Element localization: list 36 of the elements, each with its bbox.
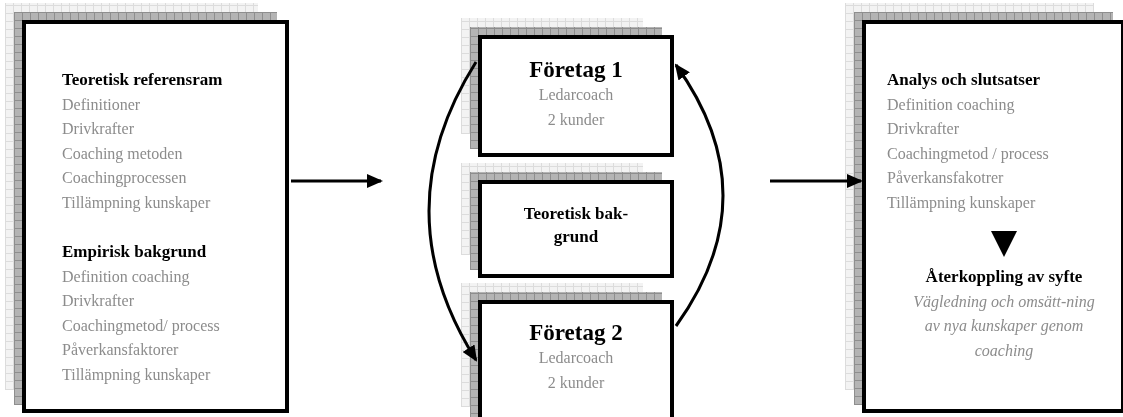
arrow [427, 61, 478, 362]
list-item: Definition coaching [887, 94, 1015, 116]
list-item: Tillämpning kunskaper [887, 192, 1036, 214]
list-item: Coaching metoden [62, 143, 183, 165]
list-item: Tillämpning kunskaper [62, 364, 211, 386]
process-box [22, 20, 289, 413]
list-item: 2 kunder [547, 372, 605, 393]
arrow [674, 63, 725, 327]
box-heading: Återkoppling av syfte [925, 266, 1083, 288]
box-heading: Analys och slutsatser [887, 69, 1040, 91]
box-heading: Empirisk bakgrund [62, 241, 207, 263]
list-item: Coachingprocessen [62, 168, 187, 189]
list-item: Ledarcoach [538, 348, 614, 368]
box-heading: Teoretisk bak-grund [522, 203, 630, 248]
list-item: Drivkrafter [887, 119, 959, 139]
box-heading: Företag 1 [529, 57, 623, 83]
arrow [770, 174, 863, 188]
list-item: Coachingmetod/ process [62, 315, 220, 337]
list-item: 2 kunder [547, 109, 605, 130]
list-item: Påverkansfakotrer [887, 168, 1004, 188]
arrow [291, 174, 383, 188]
list-item: Tillämpning kunskaper [62, 192, 211, 214]
box-heading: Teoretisk referensram [62, 69, 223, 91]
process-box [862, 20, 1123, 413]
list-item: Definitioner [62, 94, 141, 115]
list-item: Påverkansfaktorer [62, 340, 179, 360]
list-item: Definition coaching [62, 266, 190, 288]
process-box [478, 35, 674, 157]
list-item: Ledarcoach [538, 85, 614, 105]
list-item: Vägledning och omsätt-ning av nya kunskaper genom coaching [912, 291, 1096, 362]
list-item: Coachingmetod / process [887, 143, 1049, 165]
process-box [478, 180, 674, 278]
process-box [478, 300, 674, 417]
list-item: Drivkrafter [62, 119, 134, 139]
list-item: Drivkrafter [62, 291, 134, 311]
box-heading: Företag 2 [529, 320, 623, 346]
